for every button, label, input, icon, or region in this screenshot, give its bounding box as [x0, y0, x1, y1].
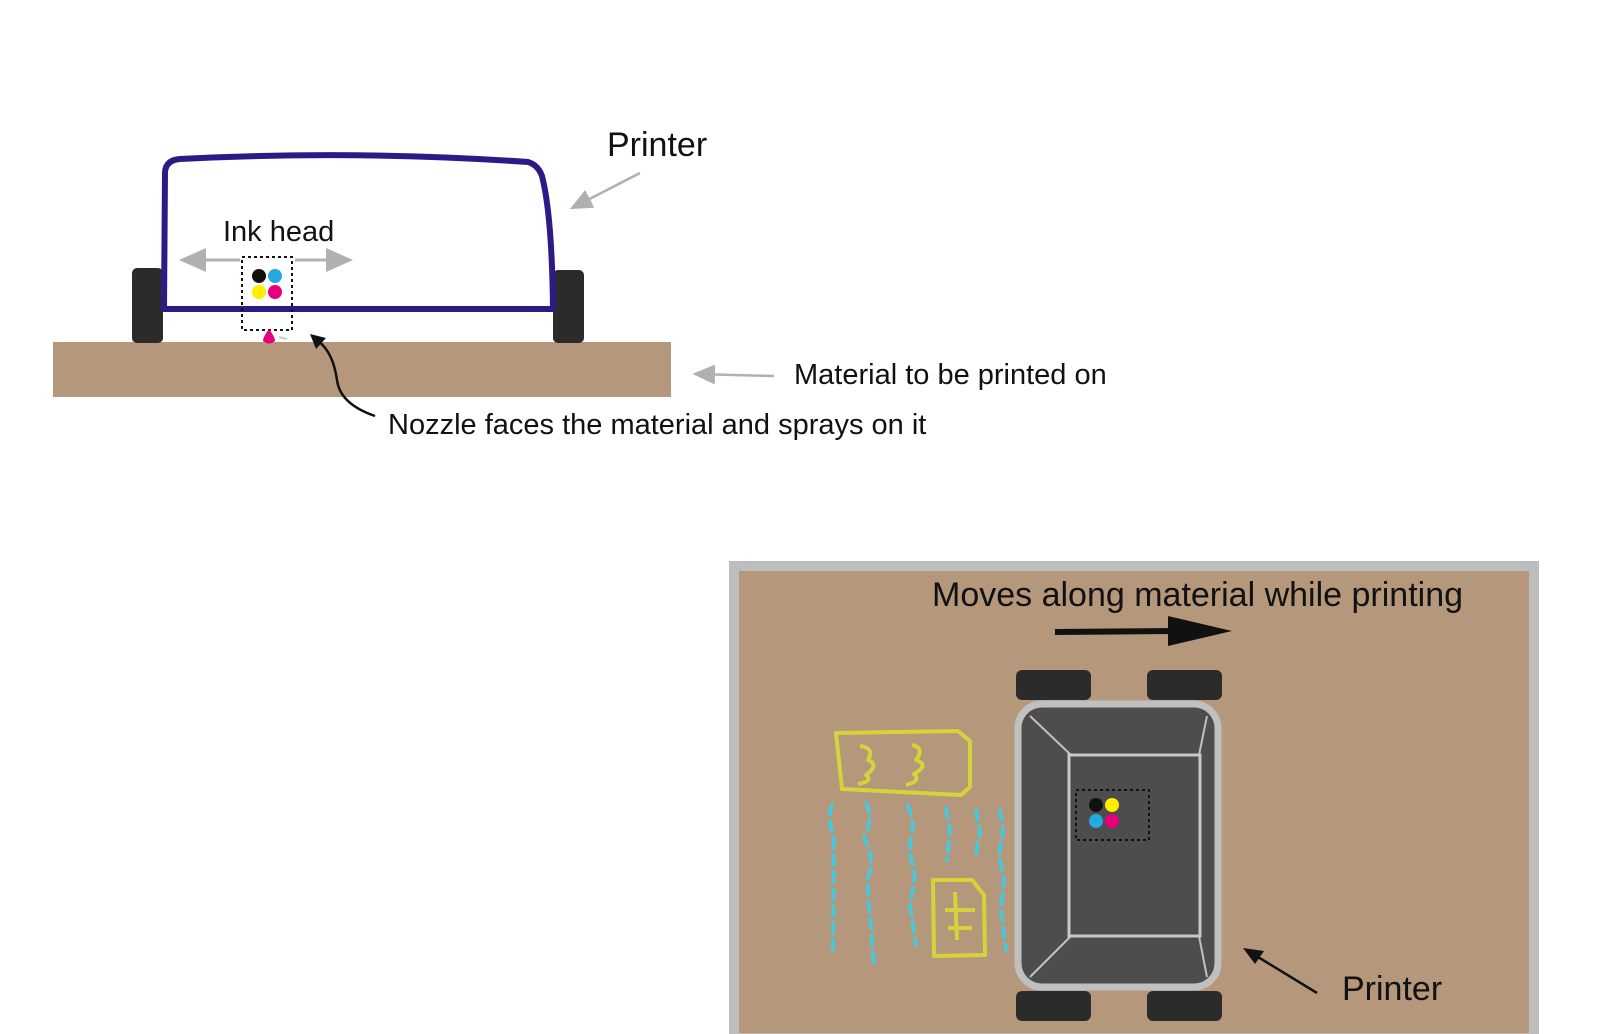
cmyk-ink-dots-icon	[252, 269, 282, 299]
top-wheel-2	[1147, 670, 1222, 700]
right-wheel	[553, 270, 584, 343]
side-printer-label: Printer	[607, 126, 708, 164]
nozzle-pointer-head	[310, 334, 326, 349]
ink-head-frame	[241, 256, 293, 331]
top-printer-pointer-head	[1243, 948, 1264, 964]
direction-arrow-head	[1168, 616, 1232, 646]
nozzle-pointer-curve	[317, 339, 376, 418]
top-wheel-3	[1016, 991, 1091, 1021]
direction-label: Moves along material while printing	[932, 576, 1464, 614]
nozzle-spray-mist	[278, 336, 288, 340]
top-cmyk-ink-dots-icon	[1089, 798, 1119, 828]
top-printer-label: Printer	[1342, 970, 1443, 1008]
top-wheel-1	[1016, 670, 1091, 700]
ink-head-label: Ink head	[223, 216, 335, 248]
top-view	[729, 561, 1539, 1034]
left-wheel	[132, 268, 163, 343]
top-printer-bevels	[1029, 715, 1208, 978]
top-printer-pointer-line	[1257, 955, 1318, 995]
side-view	[53, 152, 775, 418]
material-pointer-arrow	[692, 364, 775, 385]
printed-cyan-marks	[827, 801, 1008, 967]
top-printer-inner-panel	[1067, 753, 1202, 938]
top-wheel-4	[1147, 991, 1222, 1021]
nozzle-spray-drop	[263, 329, 275, 344]
material-label: Material to be printed on	[794, 359, 1107, 391]
direction-arrow-line	[1054, 628, 1181, 635]
material-slab	[53, 342, 671, 397]
printed-yellow-marks	[834, 729, 987, 958]
top-ink-head-frame	[1075, 789, 1150, 841]
nozzle-label: Nozzle faces the material and sprays on …	[388, 409, 927, 441]
printer-pointer-arrow	[569, 171, 641, 210]
